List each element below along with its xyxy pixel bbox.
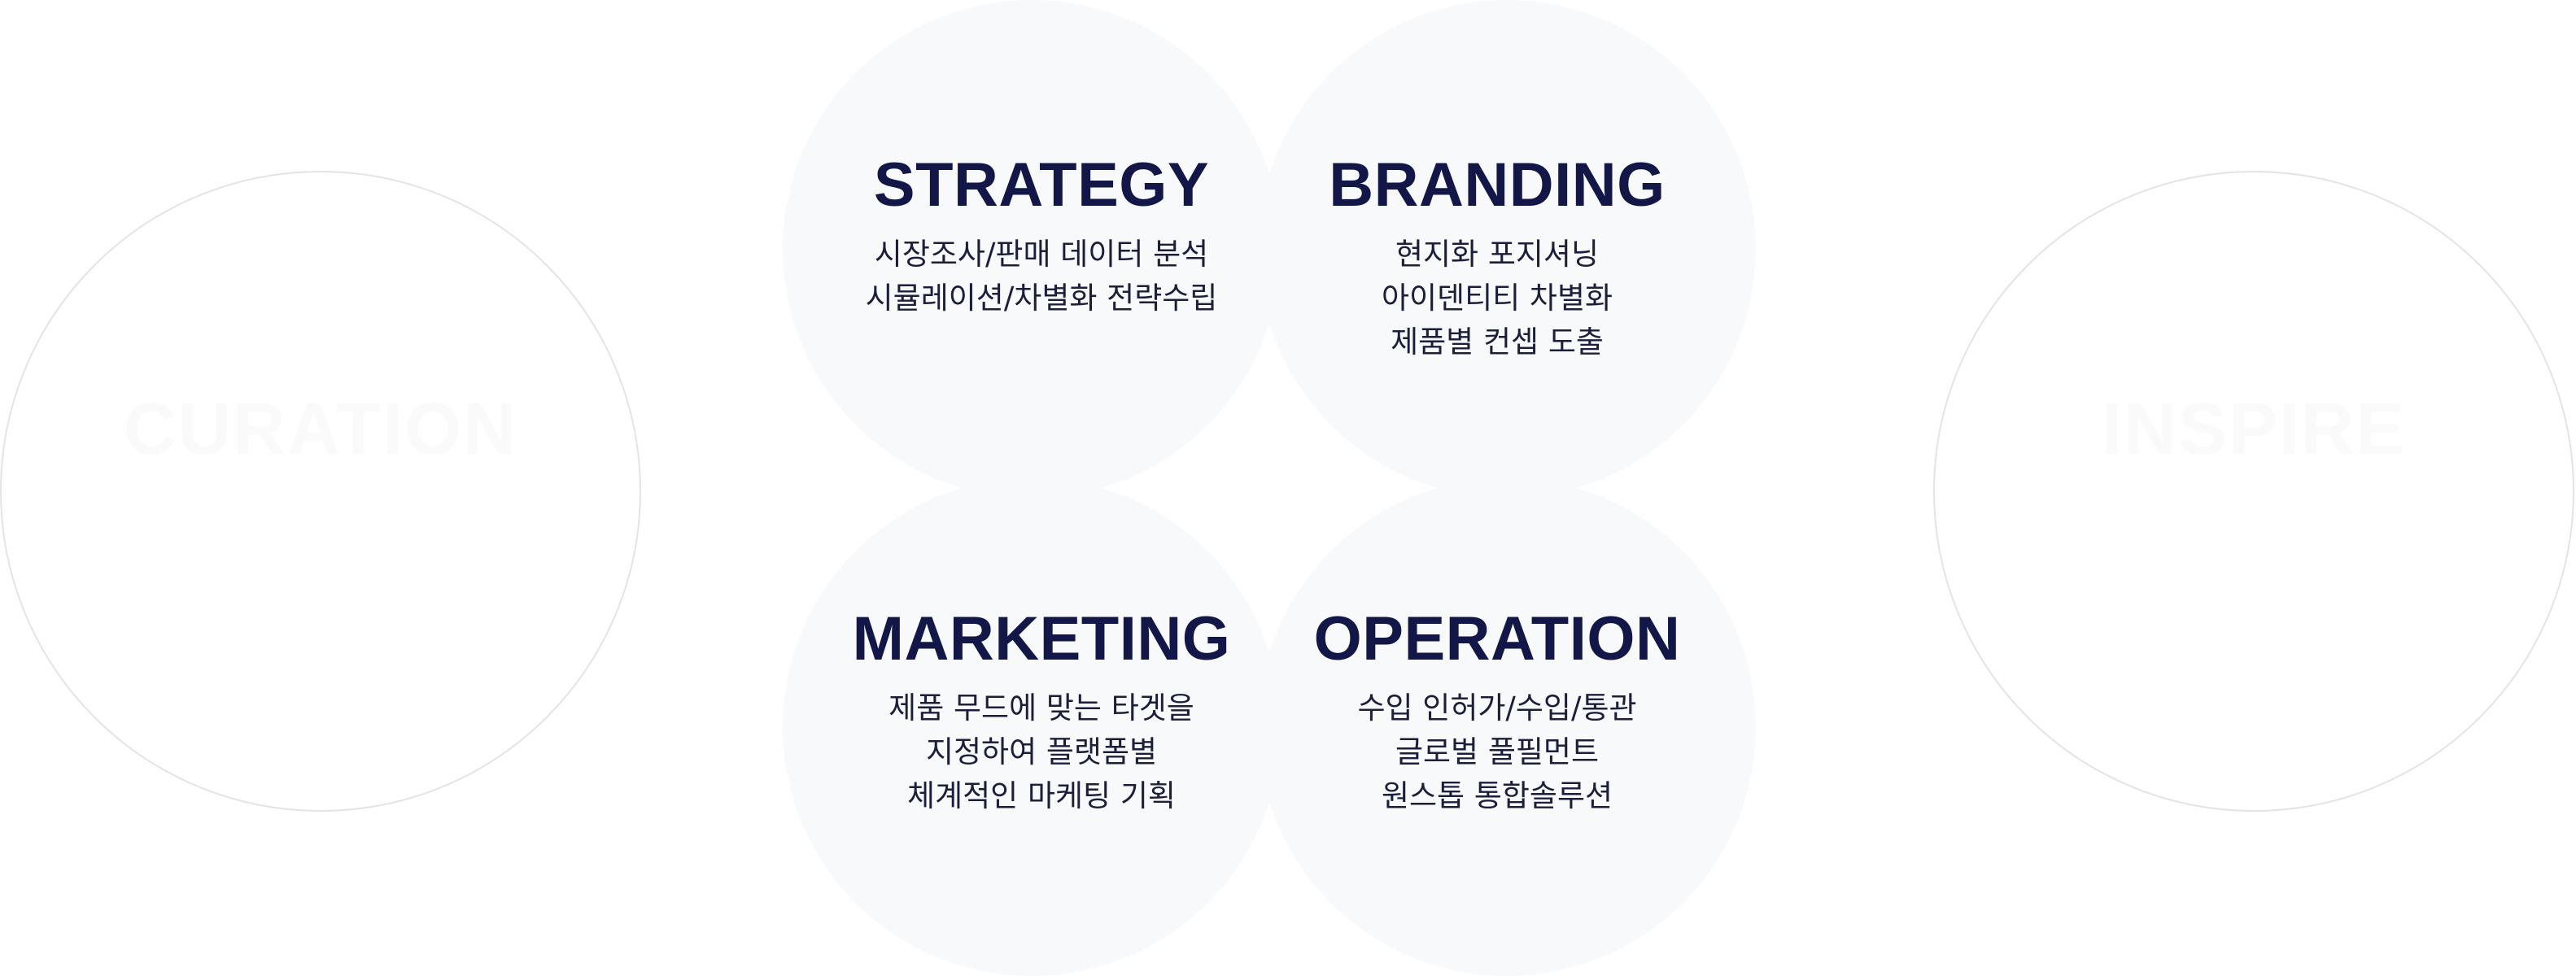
inspire-circle [1933, 171, 2574, 812]
curation-title: CURATION [123, 389, 518, 470]
operation-title: OPERATION [1313, 604, 1681, 673]
inspire-title: INSPIRE [2101, 389, 2407, 470]
operation-circle [1258, 478, 1756, 976]
operation-line: 수입 인허가/수입/통관 [1357, 691, 1637, 725]
strategy-block: STRATEGY 시장조사/판매 데이터 분석 시뮬레이션/차별화 전략수립 [757, 146, 1326, 320]
curation-circle [0, 171, 641, 812]
strategy-line: 시장조사/판매 데이터 분석 [874, 237, 1209, 272]
strategy-line: 시뮬레이션/차별화 전략수립 [865, 281, 1218, 316]
branding-circle [1258, 0, 1756, 498]
branding-description: 현지화 포지셔닝 아이덴티티 차별화 제품별 컨셉 도출 [1212, 233, 1782, 364]
operation-line: 글로벌 풀필먼트 [1395, 734, 1600, 769]
operation-line: 원스톱 통합솔루션 [1381, 778, 1613, 813]
branding-line: 아이덴티티 차별화 [1381, 281, 1613, 316]
marketing-line: 제품 무드에 맞는 타겟을 [889, 691, 1194, 725]
strategy-title: STRATEGY [873, 150, 1210, 220]
marketing-block: MARKETING 제품 무드에 맞는 타겟을 지정하여 플랫폼별 체계적인 마… [757, 600, 1326, 818]
strategy-description: 시장조사/판매 데이터 분석 시뮬레이션/차별화 전략수립 [757, 233, 1326, 320]
branding-title: BRANDING [1329, 150, 1666, 220]
operation-description: 수입 인허가/수입/통관 글로벌 풀필먼트 원스톱 통합솔루션 [1212, 686, 1782, 818]
marketing-title: MARKETING [852, 604, 1231, 673]
branding-line: 제품별 컨셉 도출 [1391, 325, 1604, 359]
branding-block: BRANDING 현지화 포지셔닝 아이덴티티 차별화 제품별 컨셉 도출 [1212, 146, 1782, 364]
marketing-circle [783, 478, 1281, 976]
strategy-circle [783, 0, 1281, 498]
marketing-line: 지정하여 플랫폼별 [925, 734, 1158, 769]
operation-block: OPERATION 수입 인허가/수입/통관 글로벌 풀필먼트 원스톱 통합솔루… [1212, 600, 1782, 818]
marketing-line: 체계적인 마케팅 기획 [907, 778, 1176, 813]
marketing-description: 제품 무드에 맞는 타겟을 지정하여 플랫폼별 체계적인 마케팅 기획 [757, 686, 1326, 818]
branding-line: 현지화 포지셔닝 [1395, 237, 1600, 272]
